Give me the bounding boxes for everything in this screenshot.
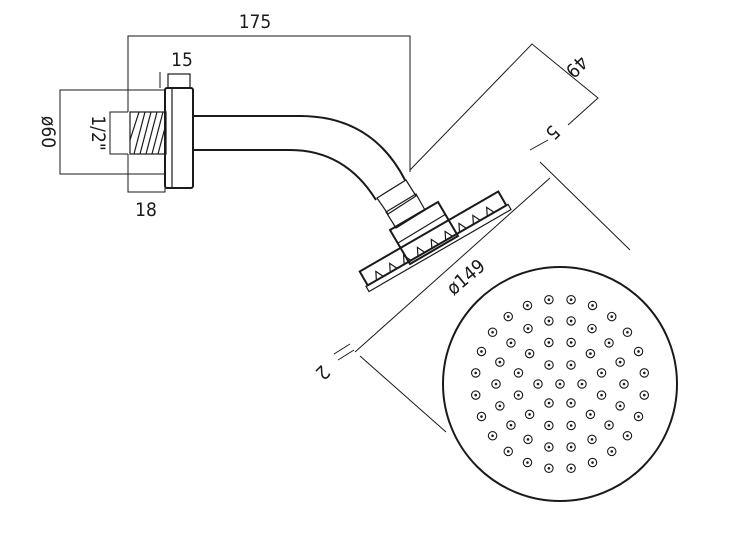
nozzle-center [600,393,603,397]
nozzle-center [517,371,520,375]
nozzle-center [536,382,540,386]
nozzle-center [509,341,513,345]
nozzle-center [558,382,562,386]
nozzle-center [526,461,529,464]
nozzle-center [509,423,513,427]
nozzle-center [569,341,573,344]
dimension-lines [59,35,631,433]
nozzle-center [491,330,494,334]
nozzle-center [498,404,502,408]
nozzle-center [600,371,603,375]
nozzle-center [607,341,611,345]
dimension-labels: 175 15 ø60 1/2" 18 49 5 ø149 2 [37,11,592,384]
nozzle-center [498,360,502,364]
head-offset-label: 5 [541,121,564,144]
thread-size-label: 1/2" [87,115,109,150]
nozzle-center [569,298,573,302]
nozzle-center [547,401,551,405]
nozzle-center [626,434,629,438]
nozzle-center [528,413,531,416]
nozzle-center [589,413,592,416]
nozzle-center [547,363,551,367]
arm-collar [376,179,417,215]
nozzle-center [637,350,640,353]
nozzle-center [517,393,520,397]
arm-length-label: 175 [239,11,272,33]
nozzle-center [610,315,614,318]
nozzle-center [607,423,611,427]
swivel-joint [388,200,460,266]
nozzle-center [569,401,573,405]
thread-length-label: 18 [135,199,157,221]
nozzle-center [590,438,594,441]
shower-head-profile [358,190,512,293]
nozzle-center [547,424,551,427]
flange-cap [167,73,191,89]
wall-flange-assembly [129,73,194,189]
nozzle-center [580,382,584,386]
nozzle-center [618,404,622,408]
wall-flange [164,87,194,189]
nozzle-center [589,352,592,355]
nozzle-center [590,327,594,330]
nozzle-center [547,341,551,344]
nozzle-center [642,393,646,397]
nozzle-center [569,445,573,449]
nozzle-center [480,415,483,418]
head-diameter-label: ø149 [443,255,490,300]
thread-hatching [129,111,167,155]
nozzle-center [526,438,530,441]
flange-thickness-label: 15 [171,49,193,71]
nozzle-grid [470,294,650,474]
nozzle-center [622,382,626,386]
nozzle-center [494,382,498,386]
nozzle-center [547,445,551,449]
nozzle-center [547,319,551,323]
nozzle-center [637,415,640,418]
nozzle-center [480,350,483,353]
nozzle-center [569,363,573,367]
thread-body [129,111,167,155]
flange-diameter-label: ø60 [37,116,59,148]
nozzle-center [474,393,478,397]
nozzle-center [618,360,622,364]
nozzle-center [569,466,573,470]
head-depth-label: 49 [561,51,592,82]
nozzle-center [591,461,594,464]
shower-head-face-view [442,266,678,502]
nozzle-center [642,371,646,375]
nozzle-center [626,330,629,334]
nozzle-center [569,319,573,323]
nozzle-center [491,434,494,438]
nozzle-center [526,304,529,307]
nozzle-center [506,315,510,318]
nozzle-center [610,450,614,453]
plate-thickness-label: 2 [311,361,334,384]
face-outline [442,266,678,502]
nozzle-center [569,424,573,427]
nozzle-center [526,327,530,330]
nozzle-center [474,371,478,375]
nozzle-profile-row [375,206,495,281]
nozzle-center [591,304,594,307]
nozzle-center [528,352,531,355]
nozzle-center [547,298,551,302]
face-plate [365,203,512,293]
shower-arm [193,115,460,266]
nozzle-center [547,466,551,470]
nozzle-center [506,450,510,453]
